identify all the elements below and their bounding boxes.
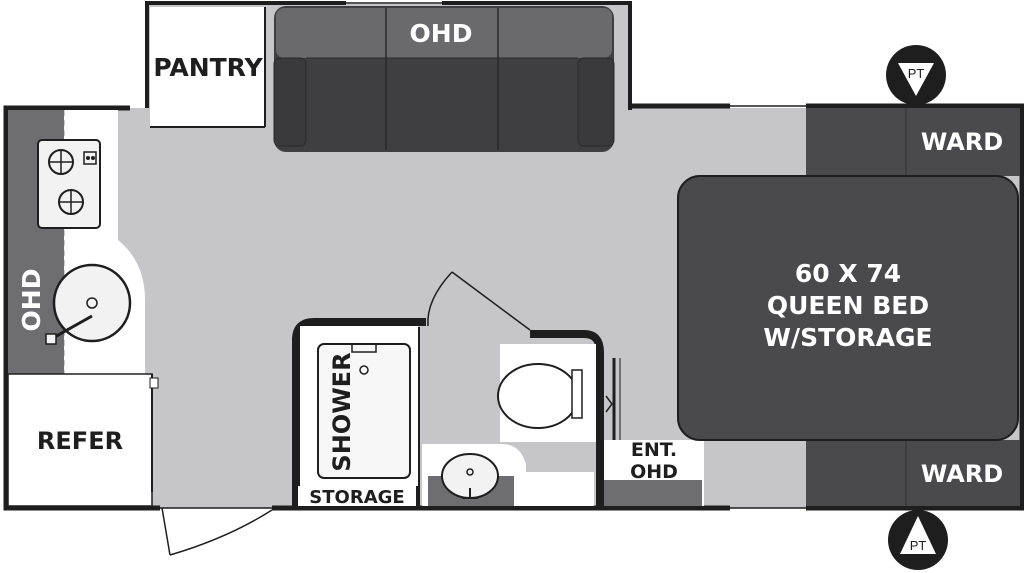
ent-ohd-label-1: ENT. [631,439,677,461]
ohd-left-label: OHD [17,269,46,332]
bathroom-door [427,271,531,331]
ohd-top-label: OHD [410,19,473,48]
storage [298,486,416,506]
wardrobe-bottom [806,440,1020,506]
sofa [273,6,615,152]
bed-label-2: QUEEN BED [767,291,929,320]
entry-door [161,507,273,556]
storage-label: STORAGE [309,487,404,508]
pt-top-label: PT [908,66,925,81]
refer-label: REFER [37,427,123,455]
entry-closet [604,358,704,506]
wardrobe-top [806,108,1020,176]
kitchen-sink [45,263,132,345]
pt-marker-top [886,45,946,105]
bath-vanity [422,444,594,506]
pt-bottom-label: PT [910,538,927,553]
pt-marker-bottom [888,510,948,570]
pantry-label: PANTRY [153,53,263,82]
ent-ohd-label-2: OHD [630,461,678,483]
exterior-walls [3,103,1024,511]
shower-label: SHOWER [328,352,356,471]
queen-bed [677,175,1019,441]
toilet [497,344,596,442]
bed-label-3: W/STORAGE [763,323,932,352]
cooktop [37,139,101,229]
pantry [150,7,265,127]
bed-label-1: 60 X 74 [795,259,901,288]
ward-bottom-label: WARD [921,460,1003,488]
shower [300,326,418,486]
refrigerator [7,373,153,507]
ward-top-label: WARD [921,128,1003,156]
